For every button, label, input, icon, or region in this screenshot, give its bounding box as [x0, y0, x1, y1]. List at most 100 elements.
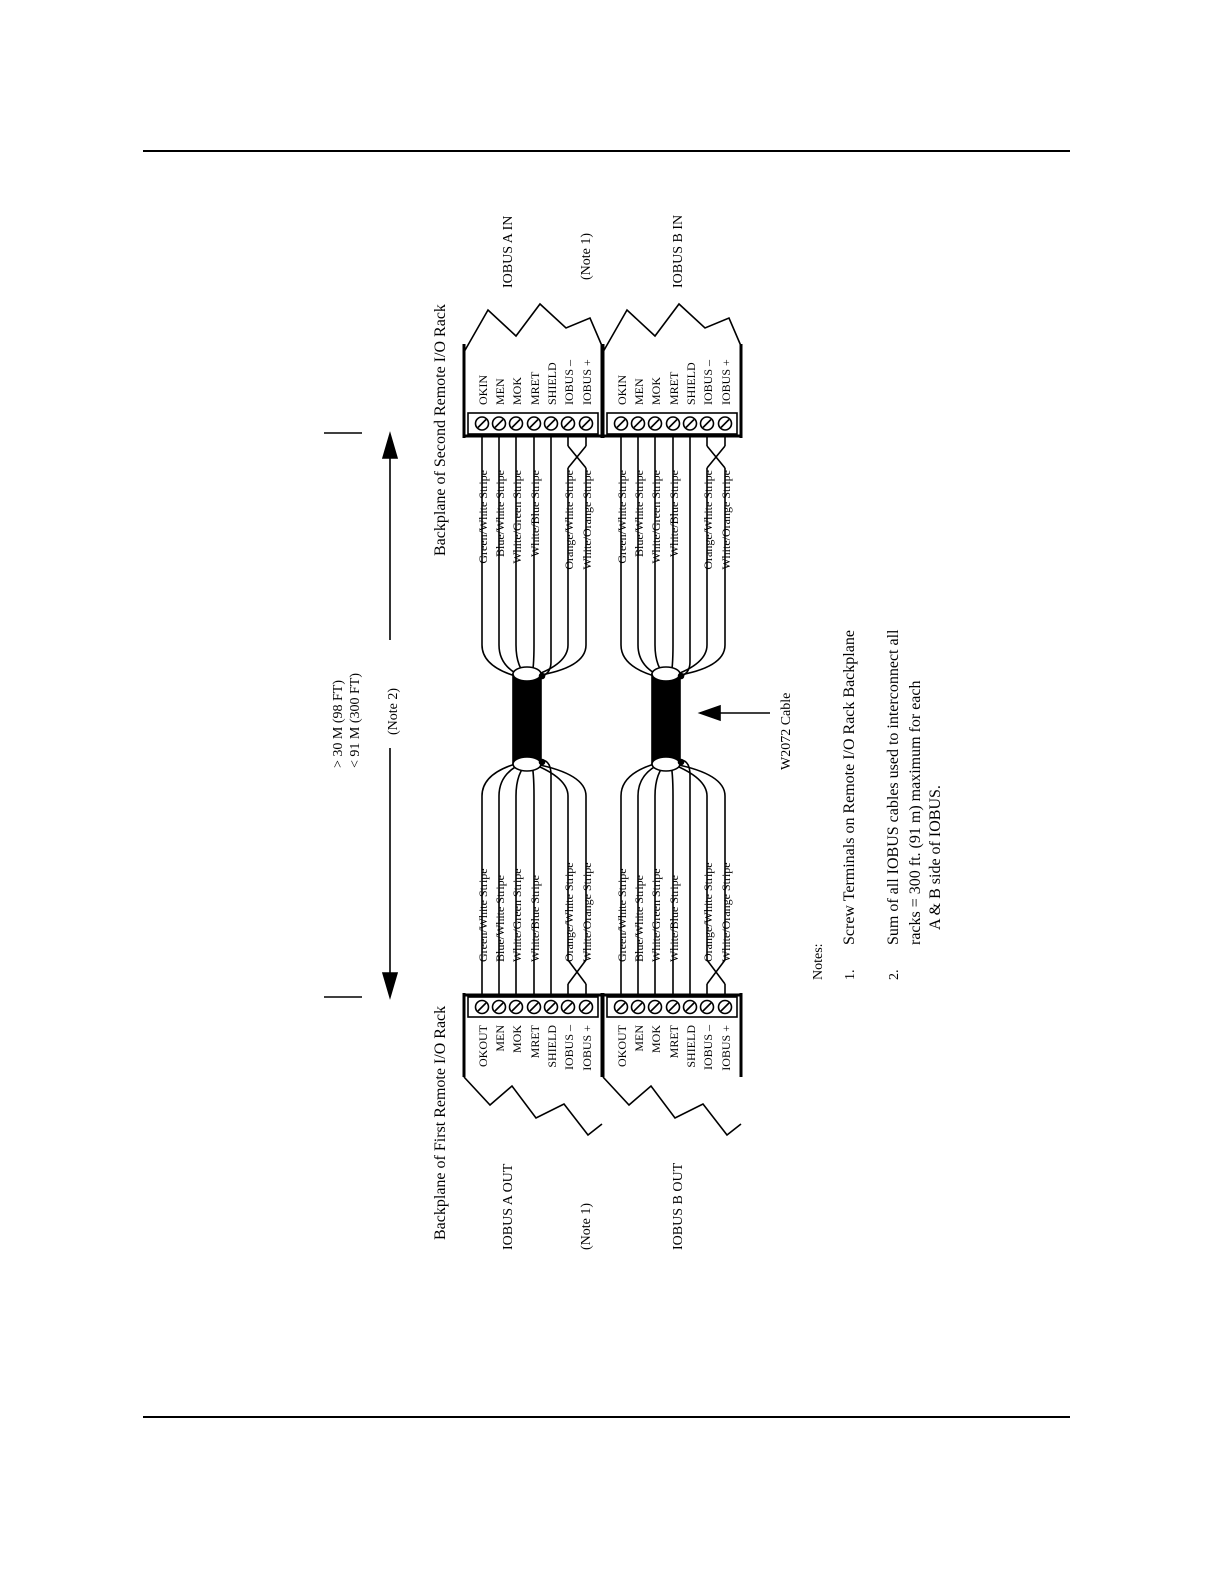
- screw-terminal: [474, 999, 490, 1015]
- left-terminal-label-g1-1: MEN: [632, 1025, 646, 1052]
- screw-slot: [529, 418, 539, 429]
- left-wire-label-g1-3: White/Blue Stripe: [667, 875, 681, 962]
- shield-dot: [538, 758, 546, 766]
- note-2-line-2: racks = 300 ft. (91 m) maximum for each: [907, 681, 924, 946]
- screw-slot: [616, 418, 626, 429]
- bottom-rule: [143, 1416, 1070, 1418]
- screw-terminal: [578, 999, 594, 1015]
- right-terminal-label-g1-5: IOBUS –: [701, 359, 715, 405]
- left-terminal-label-g1-6: IOBUS +: [719, 1025, 733, 1071]
- left-torn-edge-g1: [602, 1076, 742, 1137]
- screw-slot: [650, 1002, 660, 1012]
- screw-terminal: [699, 999, 715, 1015]
- right-terminal-label-g0-5: IOBUS –: [562, 359, 576, 405]
- screw-terminal: [613, 999, 629, 1015]
- shield-dot: [538, 672, 546, 680]
- distance-note-label: (Note 2): [386, 688, 401, 735]
- screw-terminal: [508, 999, 524, 1015]
- screw-slot: [477, 418, 487, 429]
- screw-terminal: [560, 416, 576, 431]
- right-terminal-label-g0-1: MEN: [493, 378, 507, 405]
- screw-terminal: [491, 999, 507, 1015]
- screw-terminal: [630, 999, 646, 1015]
- note-1-text: Screw Terminals on Remote I/O Rack Backp…: [841, 630, 858, 945]
- iobus-b-out-label: IOBUS B OUT: [671, 1162, 686, 1250]
- screw-terminal: [647, 416, 663, 431]
- right-terminal-label-g0-0: OKIN: [476, 375, 490, 405]
- right-wire-label-g1-0: Green/White Stripe: [615, 470, 629, 564]
- left-terminal-block-g1: [606, 996, 738, 1018]
- screw-terminal: [682, 999, 698, 1015]
- left-wire-label-g0-1: Blue/White Stripe: [493, 875, 507, 962]
- right-terminal-label-g1-6: IOBUS +: [719, 359, 733, 405]
- w2072-cable-body-g1: [651, 673, 681, 765]
- screw-slot: [546, 1002, 556, 1012]
- cable-end-right-g0: [512, 666, 542, 682]
- left-wire-label-g0-0: Green/White Stripe: [476, 868, 490, 962]
- right-wire-label-g0-4: Orange/White Stripe: [562, 470, 576, 570]
- cable-end-left-g0: [512, 756, 542, 772]
- screw-slot: [563, 1002, 573, 1012]
- left-wire-label-g0-3: White/Blue Stripe: [528, 875, 542, 962]
- cable-end-right-g1: [651, 666, 681, 682]
- screw-terminal: [543, 999, 559, 1015]
- wire-right-cross: [567, 445, 587, 469]
- screw-slot: [581, 418, 591, 429]
- left-wire-label-g1-4: Orange/White Stripe: [701, 862, 715, 962]
- left-wire-label-g1-5: White/Orange Stripe: [719, 862, 733, 962]
- wire-left-cross: [567, 959, 587, 985]
- left-terminal-label-g0-2: MOK: [510, 1025, 524, 1053]
- screw-slot: [685, 418, 695, 429]
- right-wire-label-g1-2: White/Green Stripe: [649, 470, 663, 564]
- right-terminal-label-g1-3: MRET: [667, 371, 681, 405]
- left-note-1: (Note 1): [579, 1203, 594, 1250]
- screw-terminal: [665, 416, 681, 431]
- right-terminal-label-g0-6: IOBUS +: [580, 359, 594, 405]
- right-terminal-label-g1-2: MOK: [649, 377, 663, 405]
- left-terminal-label-g1-4: SHIELD: [684, 1025, 698, 1068]
- cable-pointer-arrow: [697, 704, 721, 722]
- note-2-line-1: Sum of all IOBUS cables used to intercon…: [885, 629, 902, 945]
- screw-terminal: [560, 999, 576, 1015]
- top-rule: [143, 150, 1070, 152]
- left-torn-edge-g0: [463, 1076, 603, 1137]
- distance-min-label: > 30 M (98 FT): [331, 680, 346, 768]
- screw-slot: [668, 1002, 678, 1012]
- right-wire-label-g0-3: White/Blue Stripe: [528, 470, 542, 557]
- shield-dot: [677, 758, 685, 766]
- screw-slot: [477, 1002, 487, 1012]
- distance-max-label: < 91 M (300 FT): [348, 673, 363, 768]
- screw-terminal: [630, 416, 646, 431]
- left-wire-label-g0-2: White/Green Stripe: [510, 868, 524, 962]
- screw-slot: [529, 1002, 539, 1012]
- note-2-line-3: A & B side of IOBUS.: [927, 785, 944, 930]
- screw-terminal: [508, 416, 524, 431]
- left-terminal-label-g1-3: MRET: [667, 1024, 681, 1058]
- left-wire-label-g1-2: White/Green Stripe: [649, 868, 663, 962]
- notes-heading: Notes:: [811, 943, 826, 980]
- diagram-labels: Backplane of First Remote I/O RackBackpl…: [331, 215, 944, 1250]
- wire-left-cross: [706, 959, 726, 985]
- right-wire-label-g1-4: Orange/White Stripe: [701, 470, 715, 570]
- wire-left-fan: [534, 763, 587, 797]
- left-wire-label-g0-4: Orange/White Stripe: [562, 862, 576, 962]
- screw-terminal: [491, 416, 507, 431]
- screw-slot: [702, 418, 712, 429]
- left-terminal-label-g1-2: MOK: [649, 1025, 663, 1053]
- cable-label: W2072 Cable: [779, 693, 794, 770]
- left-terminal-label-g0-3: MRET: [528, 1024, 542, 1058]
- screw-terminal: [543, 416, 559, 431]
- left-wire-label-g1-1: Blue/White Stripe: [632, 875, 646, 962]
- screw-slot: [633, 418, 643, 429]
- screw-slot: [581, 1002, 591, 1012]
- shield-dot: [677, 672, 685, 680]
- screw-terminal: [717, 999, 733, 1015]
- screw-slot: [616, 1002, 626, 1012]
- w2072-cable-body-g0: [512, 673, 542, 765]
- first-rack-title: Backplane of First Remote I/O Rack: [432, 1006, 449, 1240]
- left-terminal-label-g0-0: OKOUT: [476, 1024, 490, 1067]
- right-terminal-label-g0-3: MRET: [528, 371, 542, 405]
- right-torn-edge-g0: [463, 302, 603, 353]
- left-terminal-label-g0-5: IOBUS –: [562, 1024, 576, 1070]
